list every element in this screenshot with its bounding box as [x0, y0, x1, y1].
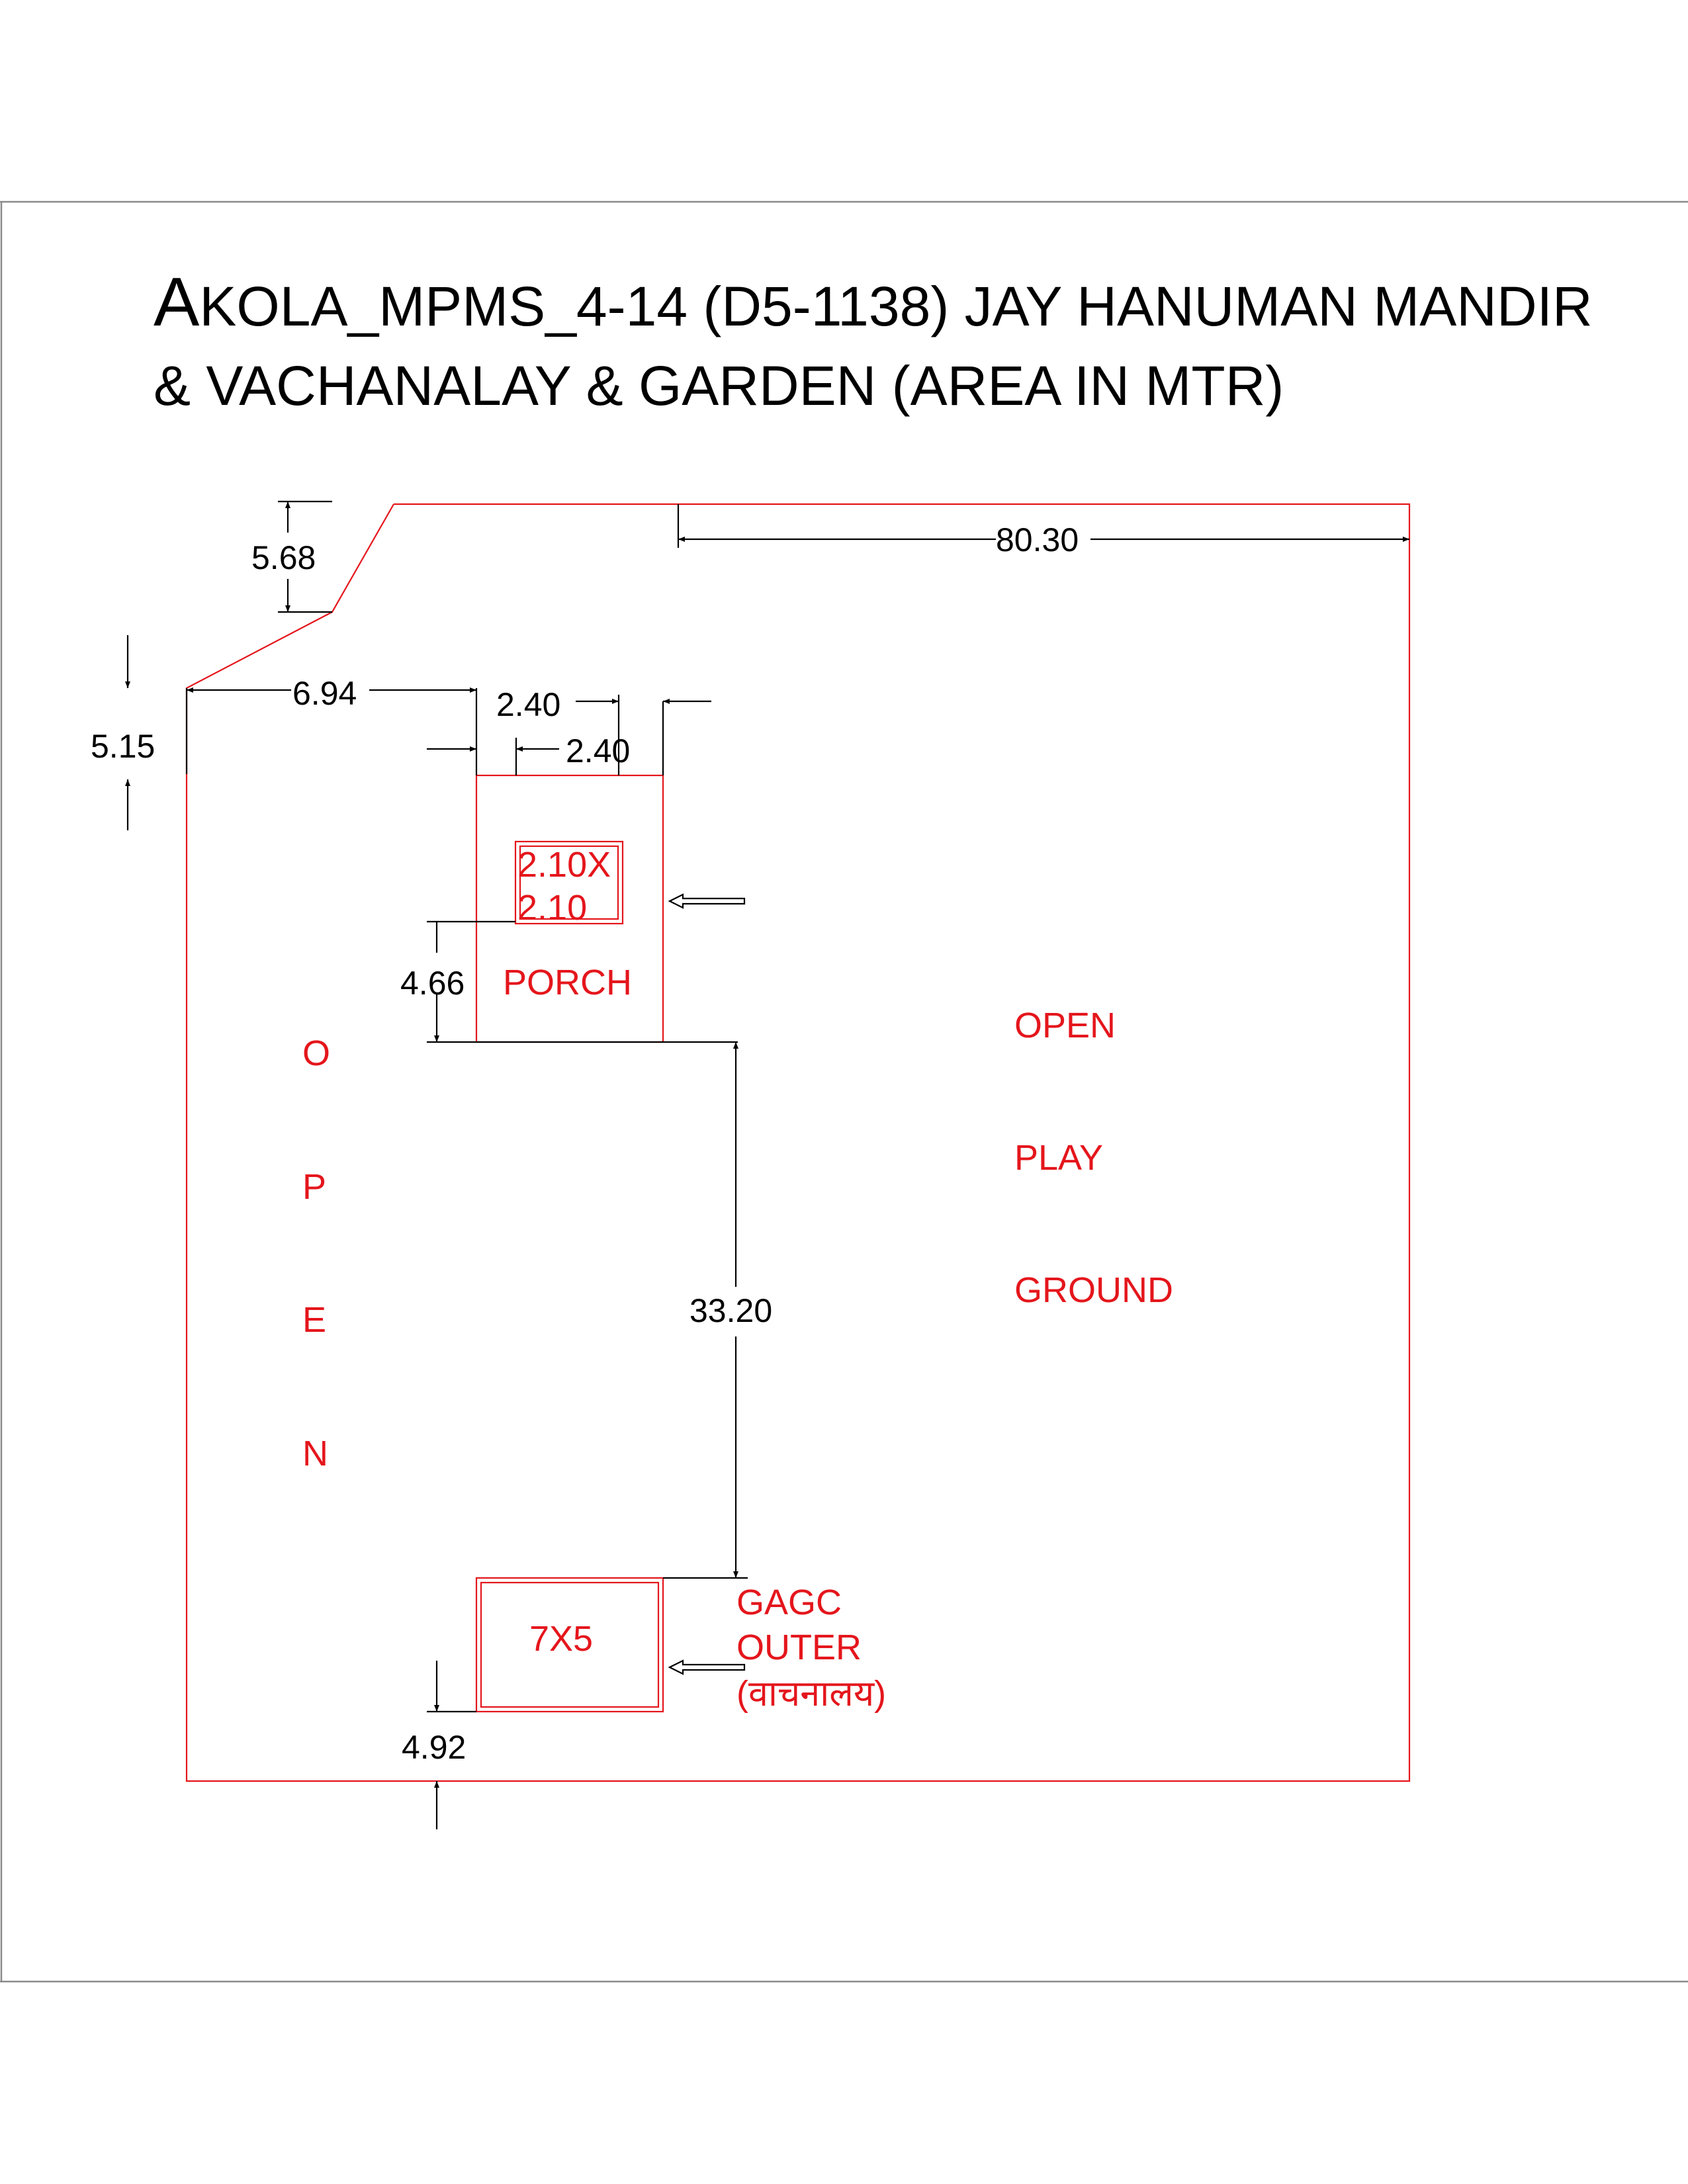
outer-building-size-label: 7X5 [529, 1619, 593, 1659]
entry-arrow-porch [668, 893, 746, 909]
dimension-4-92: 4.92 [402, 1661, 476, 1829]
open-vertical-letter: O [302, 1033, 330, 1073]
dimension-6-94-label: 6.94 [292, 675, 357, 712]
dimension-2-40-upper-label: 2.40 [496, 686, 560, 723]
outer-building-outer [475, 1577, 664, 1713]
dimension-2-40-lower: 2.40 [427, 732, 630, 775]
drawing-title-line2: & VACHANALAY & GARDEN (AREA IN MTR) [154, 355, 1284, 417]
dimension-4-66: 4.66 [400, 920, 738, 1043]
open-vertical-letter: E [302, 1300, 326, 1340]
open-vertical-letter: N [302, 1434, 328, 1473]
dimension-2-40-upper: 2.40 [475, 686, 711, 775]
outer-building-inner [480, 1581, 660, 1708]
room-size-line2: 2.10 [517, 888, 587, 928]
dimension-6-94: 6.94 [185, 675, 476, 774]
room-2x2-outer [514, 840, 624, 925]
dimension-80-30-label: 80.30 [996, 521, 1079, 558]
page-frame [0, 200, 1688, 1983]
room-2x2-inner [519, 845, 619, 920]
title-cap-letter: A [154, 264, 200, 341]
entry-arrow-outer [668, 1659, 746, 1675]
porch-label: PORCH [503, 963, 632, 1002]
open-vertical-letter: P [302, 1167, 326, 1207]
dimension-33-20-label: 33.20 [689, 1292, 772, 1329]
play-ground-label-open: OPEN [1014, 1006, 1116, 1045]
dimension-4-66-label: 4.66 [400, 965, 465, 1002]
gagc-label-line3: (वाचनालय) [736, 1674, 886, 1714]
gagc-label-line2: OUTER [736, 1628, 862, 1667]
dimension-5-68-label: 5.68 [251, 539, 316, 576]
dimension-5-15: 5.15 [91, 635, 155, 830]
play-ground-label-play: PLAY [1014, 1138, 1103, 1178]
dimension-80-30: 80.30 [677, 504, 1409, 558]
play-ground-label-ground: GROUND [1014, 1270, 1173, 1310]
dimension-4-92-label: 4.92 [402, 1729, 466, 1766]
dimension-5-68: 5.68 [251, 500, 332, 613]
drawing-title-line1: AKOLA_MPMS_4-14 (D5-1138) JAY HANUMAN MA… [154, 264, 1593, 341]
title-rest: KOLA_MPMS_4-14 (D5-1138) JAY HANUMAN MAN… [199, 275, 1592, 337]
gagc-label-line1: GAGC [736, 1583, 842, 1622]
dimension-2-40-lower-label: 2.40 [566, 732, 630, 769]
dimension-33-20: 33.20 [663, 1042, 772, 1579]
room-size-line1: 2.10X [517, 845, 611, 885]
dimension-5-15-label: 5.15 [91, 728, 155, 765]
